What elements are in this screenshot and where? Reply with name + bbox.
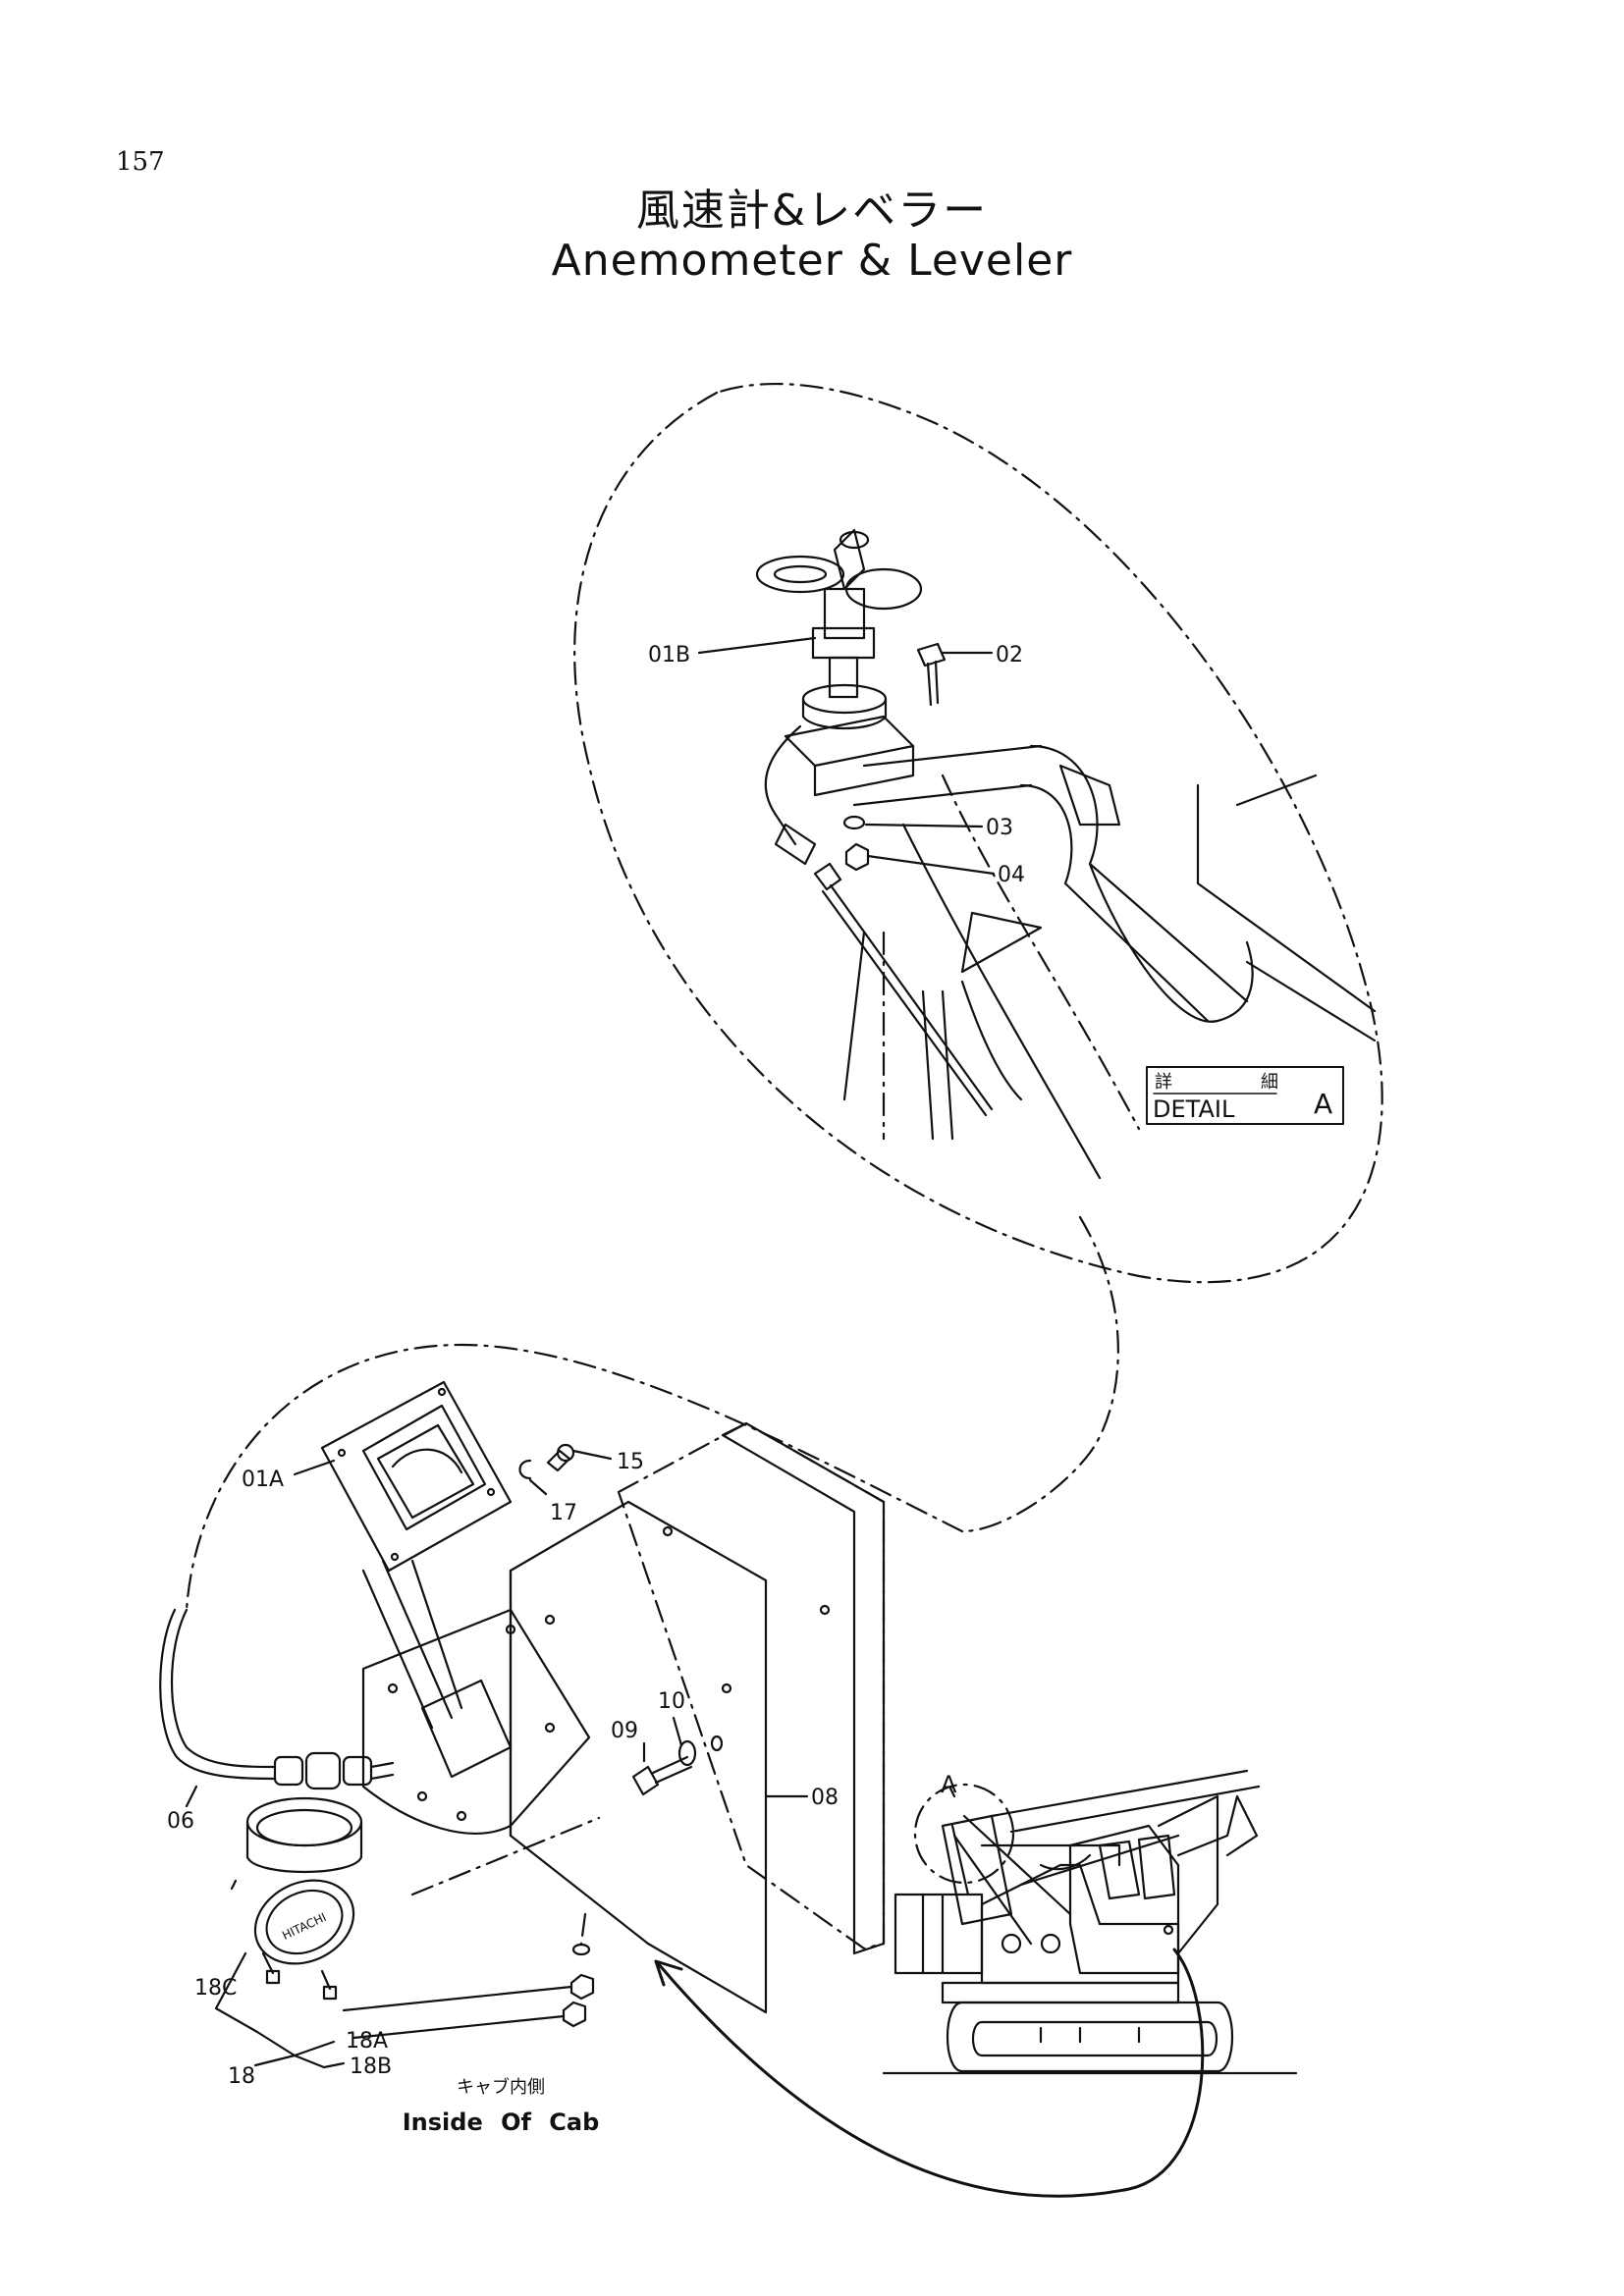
leader-01b bbox=[697, 636, 817, 655]
cab-location-arrow bbox=[656, 1948, 1205, 2198]
part-label-15: 15 bbox=[617, 1450, 644, 1474]
leader-06 bbox=[185, 1785, 198, 1808]
detail-jp-right: 細 bbox=[1261, 1072, 1278, 1093]
part-label-17: 17 bbox=[550, 1501, 577, 1525]
callout-circle-a bbox=[913, 1783, 1015, 1885]
part-label-10: 10 bbox=[658, 1689, 685, 1714]
part-label-08: 08 bbox=[811, 1786, 839, 1810]
title-japanese: 風速計&レベラー bbox=[635, 186, 989, 236]
nut-04 bbox=[844, 842, 870, 872]
leader-10 bbox=[672, 1716, 683, 1747]
caption-japanese: キャブ内側 bbox=[457, 2077, 545, 2098]
nut-18a bbox=[569, 1973, 595, 2001]
callout-letter-a: A bbox=[941, 1771, 957, 1798]
detail-jp-left: 詳 bbox=[1155, 1072, 1172, 1093]
anemometer-sensor bbox=[755, 528, 923, 866]
leader-04 bbox=[866, 854, 996, 876]
part-label-18: 18 bbox=[228, 2064, 255, 2089]
page-number: 157 bbox=[116, 147, 165, 177]
plate-back bbox=[509, 1500, 768, 2014]
boom-head bbox=[842, 744, 1377, 1180]
nut-18b bbox=[562, 2001, 587, 2028]
crawler-crane bbox=[882, 1769, 1298, 2075]
detail-a-bubble bbox=[573, 382, 1383, 1284]
detail-letter: A bbox=[1314, 1088, 1332, 1120]
caption-english: Inside Of Cab bbox=[402, 2109, 600, 2136]
level-gauge-18: HITACHI bbox=[253, 1879, 355, 2001]
washer-10 bbox=[677, 1739, 697, 1767]
clip-17 bbox=[518, 1459, 532, 1480]
bubble-connector bbox=[960, 1215, 1119, 1533]
callout-leader bbox=[948, 1787, 956, 1798]
bolt-02 bbox=[916, 642, 947, 707]
part-label-04: 04 bbox=[998, 863, 1025, 887]
cab-bubble bbox=[185, 1343, 964, 1612]
part-label-06: 06 bbox=[167, 1809, 194, 1834]
leader-18-group bbox=[293, 2040, 346, 2069]
part-label-01a: 01A bbox=[242, 1468, 284, 1492]
assembly-line-1 bbox=[410, 1816, 601, 1896]
part-label-01b: 01B bbox=[648, 643, 690, 667]
leader-03 bbox=[864, 823, 984, 828]
part-label-18c: 18C bbox=[194, 1976, 237, 2001]
part-label-18a: 18A bbox=[346, 2029, 388, 2054]
leader-18a bbox=[342, 1985, 573, 2012]
part-label-02: 02 bbox=[996, 643, 1023, 667]
plate-08 bbox=[617, 1421, 886, 1955]
gauge-cable bbox=[361, 1559, 463, 1730]
sensor-cable bbox=[813, 862, 1043, 1117]
mount-hole bbox=[710, 1735, 724, 1752]
title-english: Anemometer & Leveler bbox=[551, 236, 1073, 286]
washer-03 bbox=[842, 815, 866, 830]
part-label-18b: 18B bbox=[350, 2055, 392, 2079]
arrow-head bbox=[654, 1959, 683, 1987]
leader-01a bbox=[293, 1459, 336, 1476]
detail-a-box: 詳 細 DETAIL A bbox=[1146, 1066, 1344, 1125]
bezel-ring-18c bbox=[245, 1796, 363, 1874]
cable-06 bbox=[159, 1608, 395, 1790]
detail-en: DETAIL bbox=[1153, 1095, 1235, 1123]
gauge-brand: HITACHI bbox=[280, 1910, 328, 1943]
screw-15 bbox=[546, 1443, 575, 1472]
mounting-bracket bbox=[361, 1608, 591, 1835]
leader-17 bbox=[528, 1478, 548, 1496]
leader-18 bbox=[253, 2054, 297, 2067]
leader-18b bbox=[352, 2014, 566, 2040]
washer-18a bbox=[571, 1943, 591, 1956]
leader-15 bbox=[571, 1449, 613, 1461]
leader-18c bbox=[214, 1879, 297, 2057]
anemometer-display-01a bbox=[320, 1380, 513, 1573]
part-label-03: 03 bbox=[986, 816, 1013, 840]
part-label-09: 09 bbox=[611, 1719, 638, 1743]
assembly-line-2 bbox=[579, 1912, 587, 1946]
